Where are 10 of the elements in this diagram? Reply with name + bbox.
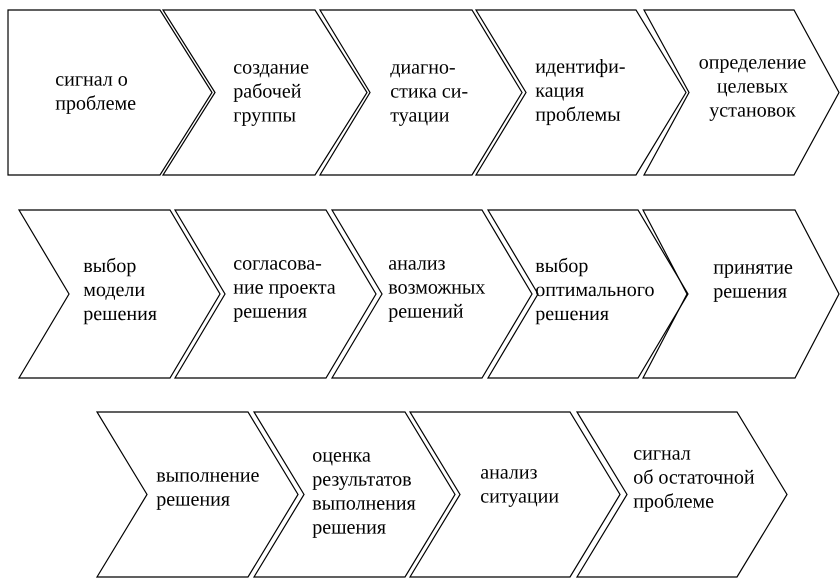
chevron-box: выполнение решения: [96, 411, 299, 578]
chevron-box: идентифи- кация проблемы: [474, 9, 687, 176]
chevron-box: согласова- ние проекта решения: [174, 209, 377, 379]
chevron-box: диагно- стика си- туации: [318, 9, 523, 176]
chevron-box: выбор модели решения: [18, 209, 221, 379]
chevron-box: выбор оптимального решения: [486, 209, 689, 379]
chevron-box: определение целевых установок: [642, 9, 840, 176]
chevron-box: создание рабочей группы: [162, 9, 368, 176]
chevron-box: сигнал об остаточной проблеме: [576, 411, 788, 578]
chevron-box: сигнал о проблеме: [7, 9, 213, 176]
